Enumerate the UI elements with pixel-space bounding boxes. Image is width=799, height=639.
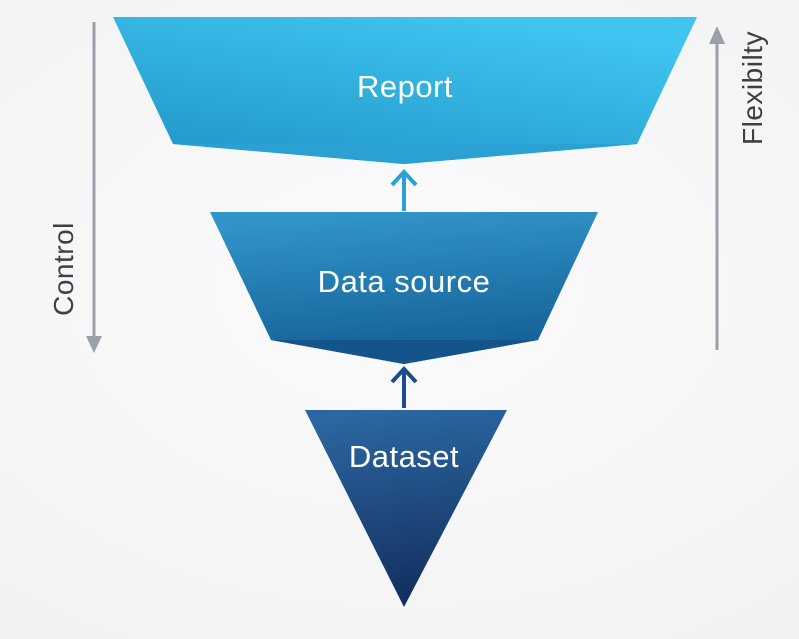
data-source-layer-label: Data source xyxy=(317,264,491,299)
flexibility-axis-label: Flexibilty xyxy=(737,31,768,145)
report-layer-label: Report xyxy=(356,69,454,104)
funnel-layer-report-fold xyxy=(173,144,637,164)
flexibility-axis-arrow-up xyxy=(709,26,725,350)
control-axis-label: Control xyxy=(48,222,79,316)
funnel-layer-dataset-shape xyxy=(305,410,507,607)
dataset-layer-label: Dataset xyxy=(348,439,460,474)
connector-arrow-to-report xyxy=(390,169,418,211)
funnel-layer-data-source-fold xyxy=(271,340,538,364)
control-axis-arrow-down xyxy=(86,22,102,353)
funnel-layer-report-shape xyxy=(113,17,697,164)
connector-arrow-to-data-source xyxy=(390,366,418,408)
funnel-layer-data-source-shape xyxy=(210,212,598,364)
